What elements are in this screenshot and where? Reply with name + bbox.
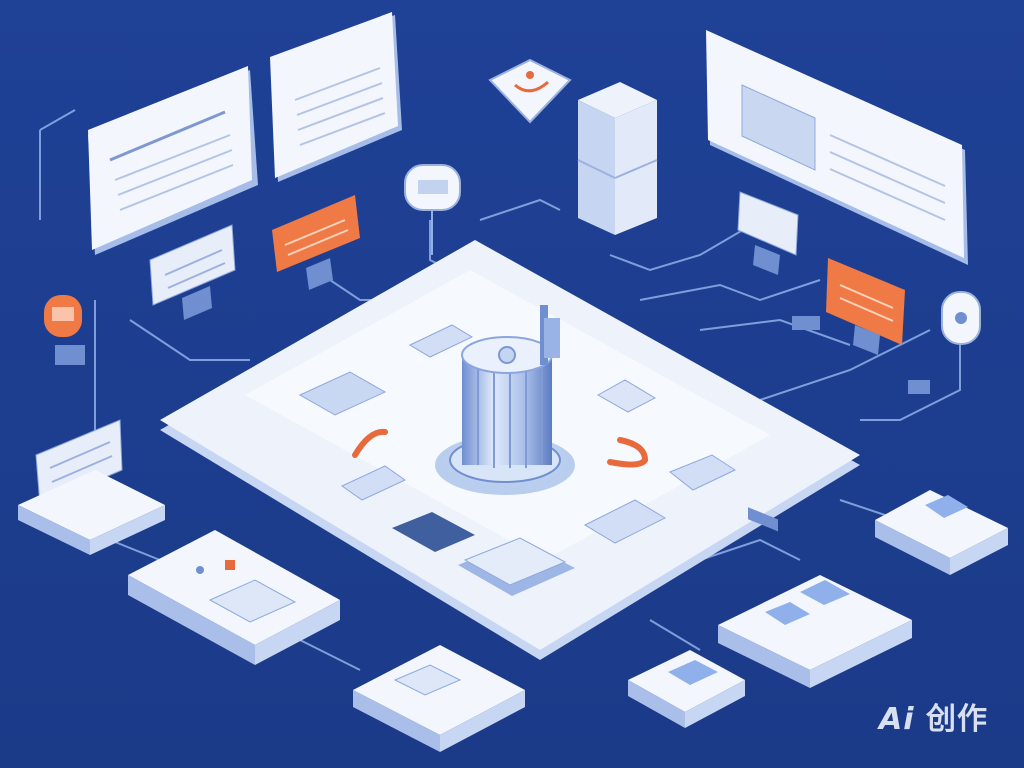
network-tile <box>128 530 340 665</box>
monitor-icon <box>826 258 905 355</box>
network-tile <box>628 650 745 728</box>
small-card <box>908 380 930 394</box>
watermark-brand: Ai <box>879 702 915 737</box>
document-panel-left <box>88 66 258 255</box>
watermark: Ai 创作 <box>879 694 988 738</box>
database-server-icon <box>435 305 575 495</box>
small-card <box>792 316 820 330</box>
watermark-suffix: 创作 <box>926 702 988 737</box>
network-tile <box>353 645 525 752</box>
map-pin-icon <box>44 295 82 337</box>
map-pin-icon <box>941 291 981 345</box>
network-tile <box>18 470 165 555</box>
network-tile <box>718 575 912 688</box>
small-card <box>55 345 85 365</box>
monitor-icon <box>35 419 123 506</box>
monitor-icon <box>272 195 360 290</box>
map-pin-icon <box>404 164 461 255</box>
platform-documents <box>298 324 737 596</box>
map-pin-icon <box>488 58 572 124</box>
server-rack-icon <box>577 82 658 235</box>
arrow-icon <box>352 428 649 468</box>
network-tile <box>875 490 1008 575</box>
document-panel-right <box>706 30 968 265</box>
monitor-icon <box>149 224 236 320</box>
document-panel-top <box>270 12 402 182</box>
monitor-icon <box>737 191 799 532</box>
